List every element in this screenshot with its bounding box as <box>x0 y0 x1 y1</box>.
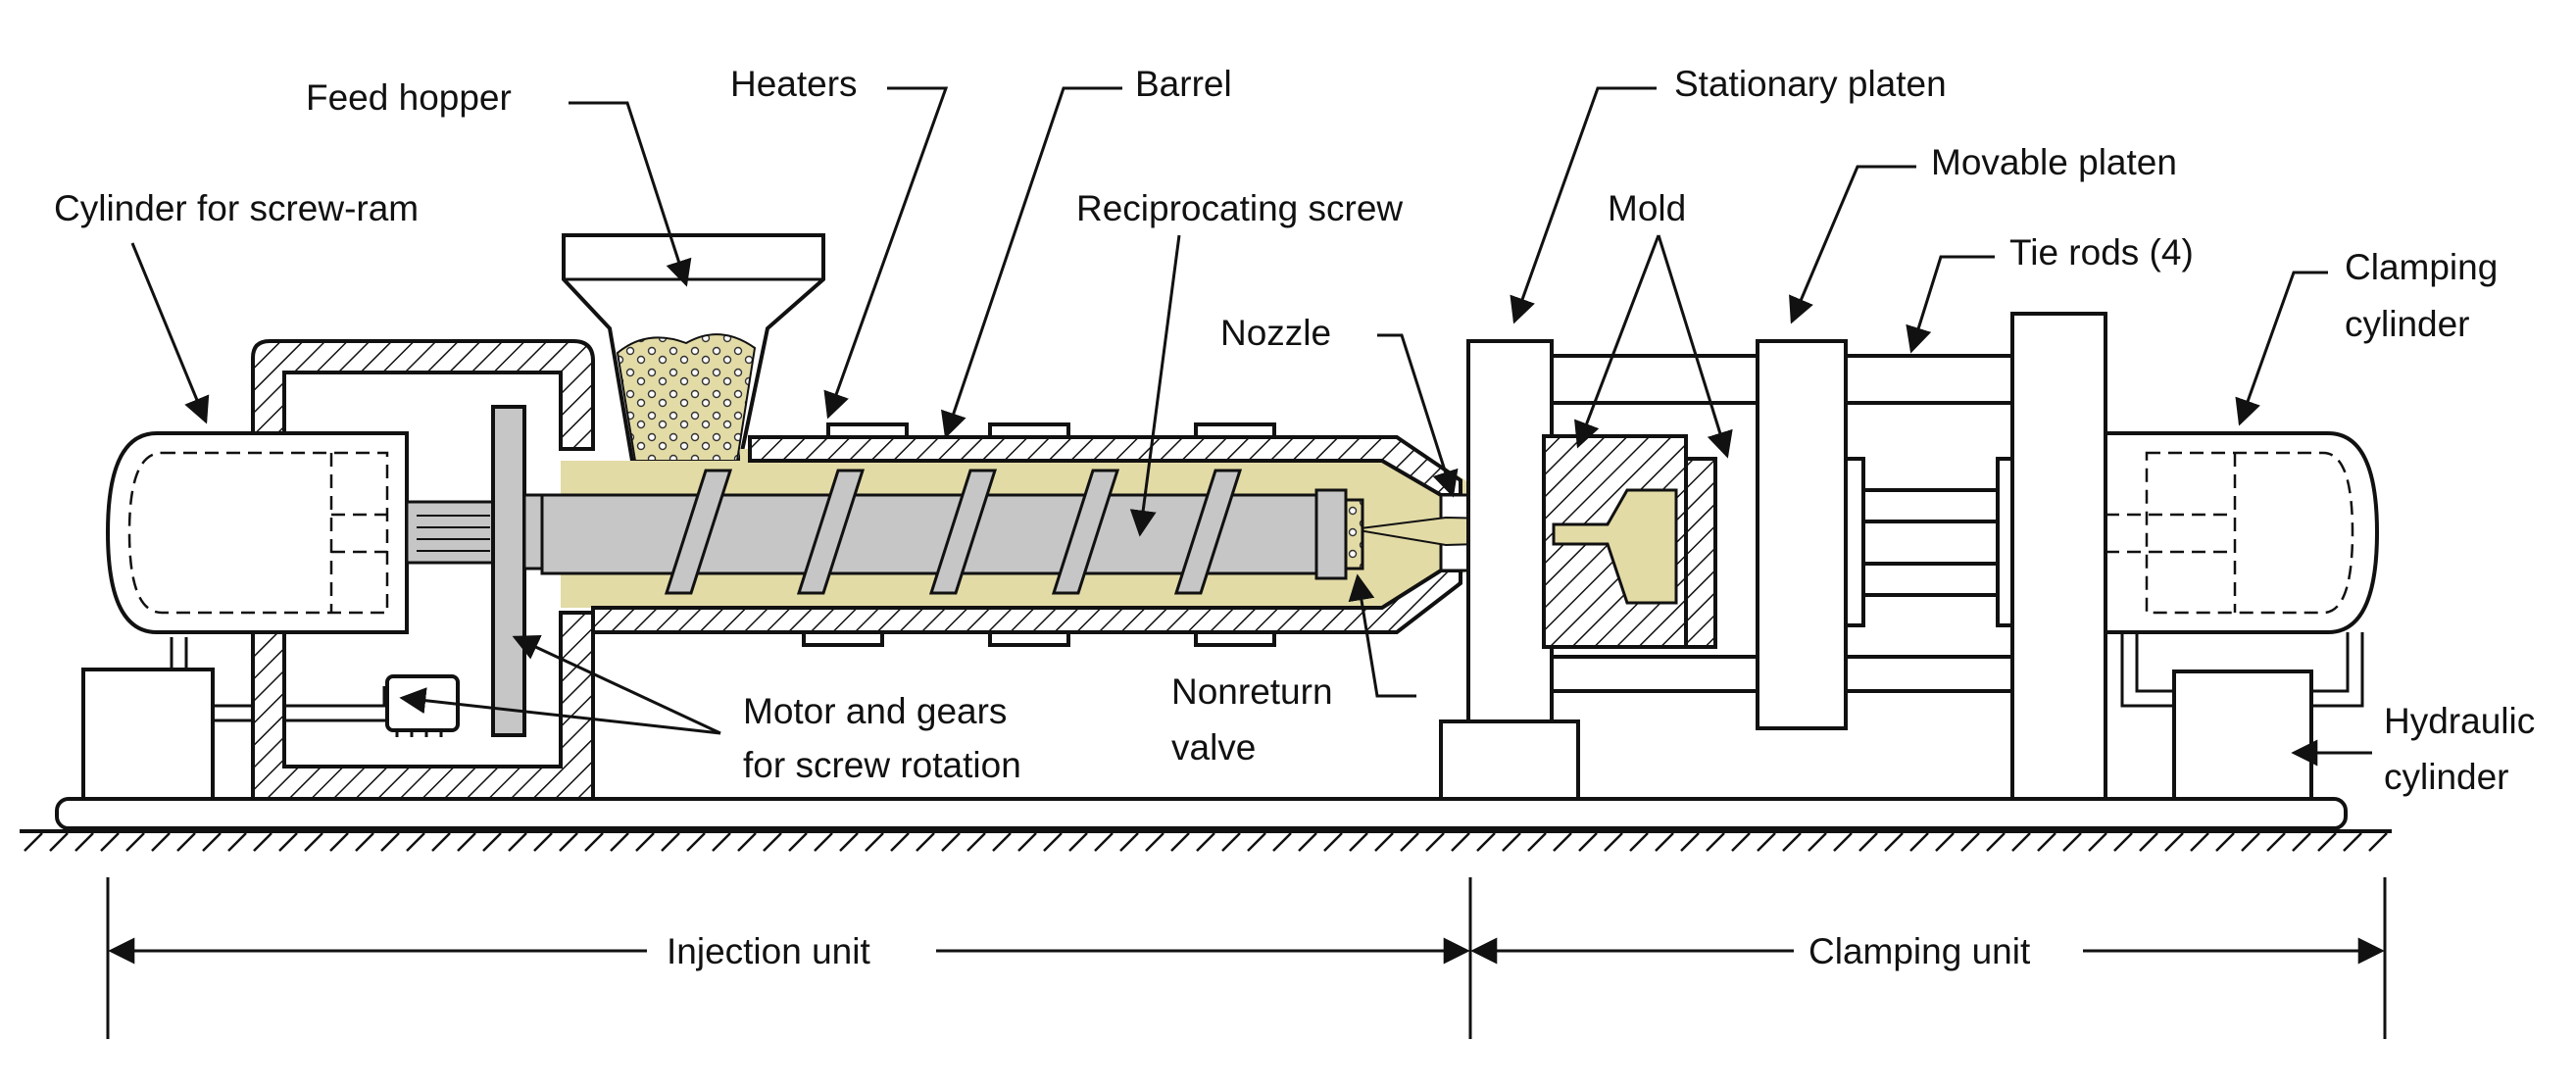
label-hydraulic-cylinder: Hydraulic cylinder <box>2291 701 2535 797</box>
svg-text:for screw rotation: for screw rotation <box>743 745 1021 785</box>
label-reciprocating-screw: Reciprocating screw <box>1076 188 1403 537</box>
clamping-cylinder <box>2104 431 2380 634</box>
svg-text:Mold: Mold <box>1608 188 1686 228</box>
ram-rod <box>405 500 495 565</box>
label-stationary-platen: Stationary platen <box>1510 64 1947 324</box>
machine-base <box>55 797 2348 830</box>
drive-gear <box>491 405 526 737</box>
label-movable-platen: Movable platen <box>1789 142 2177 324</box>
svg-text:Cylinder for screw-ram: Cylinder for screw-ram <box>54 188 419 228</box>
ram-rod-grooves <box>417 515 490 552</box>
svg-text:Nozzle: Nozzle <box>1220 313 1331 353</box>
svg-text:Stationary platen: Stationary platen <box>1674 64 1947 104</box>
drive-gear-hub <box>522 493 544 570</box>
label-motor-gears: Motor and gears for screw rotation <box>399 635 1021 785</box>
mold <box>1542 434 1717 649</box>
movable-platen <box>1756 339 1848 730</box>
screw-ram-cylinder <box>105 431 409 634</box>
label-mold: Mold <box>1574 188 1733 459</box>
svg-text:Reciprocating screw: Reciprocating screw <box>1076 188 1403 228</box>
feed-hopper <box>562 233 825 463</box>
svg-text:Clamping: Clamping <box>2345 247 2498 287</box>
svg-text:Clamping unit: Clamping unit <box>1808 931 2031 971</box>
svg-text:Motor and gears: Motor and gears <box>743 691 1007 731</box>
dimension-markers <box>106 877 2387 1039</box>
ground <box>20 829 2392 852</box>
stationary-platen-foot <box>1439 719 1580 801</box>
hydraulic-unit-left <box>81 668 215 801</box>
heater-bands <box>802 422 1276 647</box>
injection-housing <box>251 339 595 801</box>
svg-text:Nonreturn: Nonreturn <box>1171 671 1333 712</box>
label-tie-rods: Tie rods (4) <box>1906 232 2194 354</box>
svg-text:cylinder: cylinder <box>2345 304 2470 344</box>
svg-text:valve: valve <box>1171 727 1256 768</box>
reciprocating-screw <box>540 469 1318 595</box>
tie-rods <box>1550 354 2014 693</box>
stationary-platen <box>1466 339 1554 723</box>
hydraulic-unit-right <box>2172 669 2313 801</box>
rear-platen <box>2010 312 2107 801</box>
mold-cavity <box>1552 488 1678 605</box>
svg-text:Injection unit: Injection unit <box>667 931 870 971</box>
ground-hatch <box>24 832 2388 852</box>
svg-text:Feed hopper: Feed hopper <box>306 77 512 118</box>
dimension-clamping-unit: Clamping unit <box>1470 931 2385 971</box>
label-nonreturn-valve: Nonreturn valve <box>1171 573 1416 768</box>
motor <box>385 674 460 737</box>
svg-text:cylinder: cylinder <box>2384 757 2509 797</box>
svg-text:Tie rods (4): Tie rods (4) <box>2009 232 2194 273</box>
label-heaters: Heaters <box>730 64 949 420</box>
svg-text:Heaters: Heaters <box>730 64 858 104</box>
svg-text:Barrel: Barrel <box>1135 64 1232 104</box>
rear-platen-tab-left <box>1844 457 1865 627</box>
label-barrel: Barrel <box>940 64 1232 439</box>
label-clamping-cylinder: Clamping cylinder <box>2235 247 2498 426</box>
dimension-injection-unit: Injection unit <box>108 931 1470 971</box>
hydraulic-lines-right <box>2120 632 2364 708</box>
svg-text:Hydraulic: Hydraulic <box>2384 701 2535 741</box>
nonreturn-valve <box>1314 488 1364 580</box>
label-nozzle: Nozzle <box>1220 313 1459 498</box>
svg-text:Movable platen: Movable platen <box>1931 142 2177 182</box>
label-feed-hopper: Feed hopper <box>306 77 692 287</box>
label-cylinder-screw-ram: Cylinder for screw-ram <box>54 188 419 424</box>
rear-platen-tab-right <box>1996 457 2014 627</box>
